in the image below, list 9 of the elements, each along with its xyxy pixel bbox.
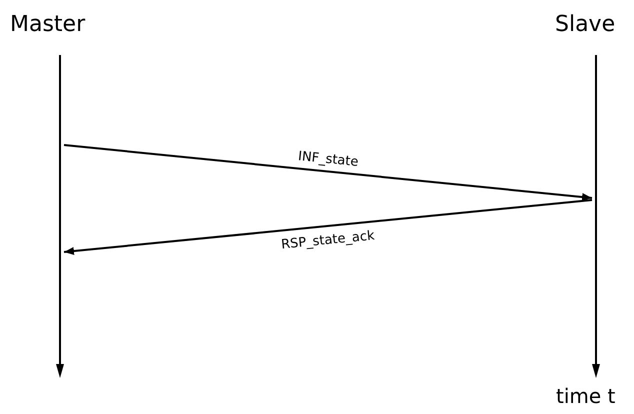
message-arrow [64,144,592,201]
lifeline-arrow [592,55,600,378]
message-arrow [64,199,592,255]
edge-label: INF_state [297,149,360,170]
axis-label: time t [556,384,616,408]
participant-label: Slave [555,12,616,38]
lifeline-arrow [56,55,64,378]
edge-label: RSP_state_ack [280,228,376,252]
participant-label: Master [10,12,86,38]
